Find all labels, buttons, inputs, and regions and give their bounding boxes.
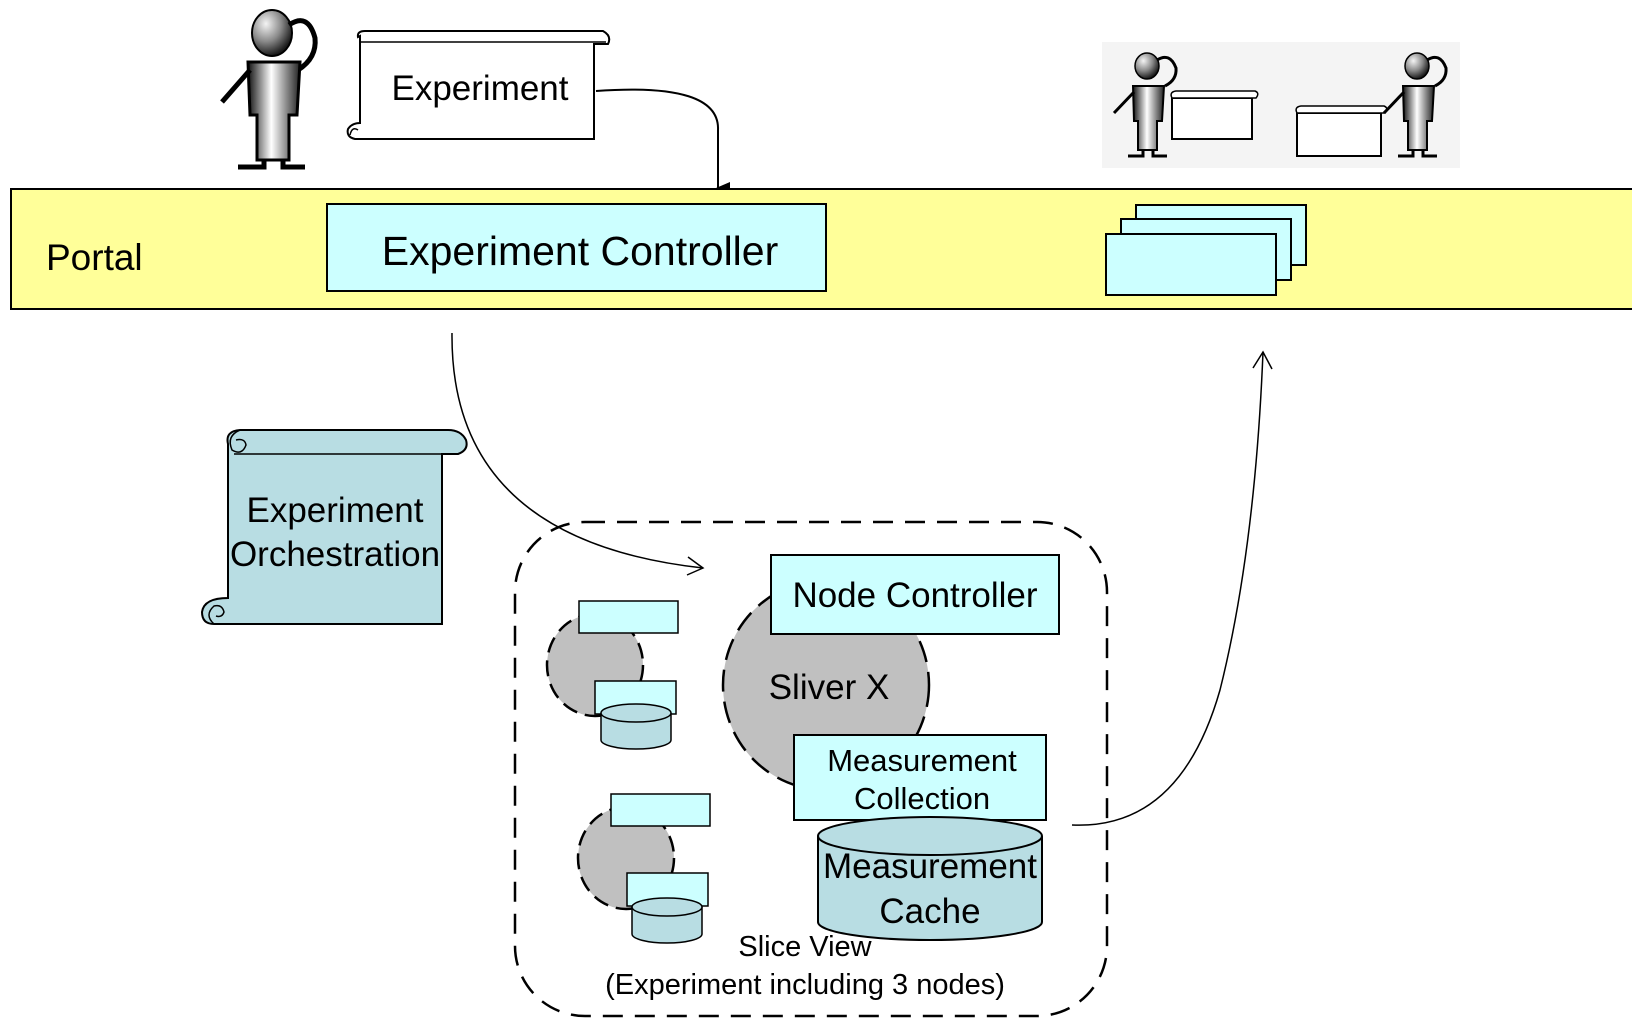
slice-view-label-line1: Slice View	[738, 931, 872, 963]
stacked-controller-boxes	[1105, 204, 1307, 296]
measurement-cache-line1: Measurement	[823, 847, 1037, 886]
results-arrow	[1071, 351, 1264, 826]
portal-label: Portal	[46, 237, 143, 278]
deploy-arrow	[451, 332, 704, 569]
slice-view-label-line2: (Experiment including 3 nodes)	[605, 969, 1005, 1001]
submit-experiment-arrow	[595, 88, 730, 194]
experiment-orchestration-scroll: Experiment Orchestration	[200, 429, 468, 625]
small-document	[1170, 90, 1259, 140]
deploy-arrowhead	[686, 556, 705, 576]
measurement-cache-line2: Cache	[879, 892, 980, 931]
node-controller-label: Node Controller	[792, 576, 1037, 615]
measurement-cache-cylinder: Measurement Cache	[817, 816, 1043, 941]
sliver-label: Sliver X	[769, 668, 890, 707]
orchestration-label-line2: Orchestration	[230, 535, 440, 574]
experiment-controller-box: Experiment Controller	[326, 203, 827, 292]
experiment-doc-label: Experiment	[391, 69, 568, 108]
user-person-icon	[1112, 52, 1178, 158]
experiment-document: Experiment	[346, 30, 611, 140]
slice-node-1	[545, 600, 679, 750]
small-document	[1295, 105, 1388, 157]
results-arrowhead	[1252, 350, 1273, 370]
node-controller-box: Node Controller	[770, 554, 1060, 635]
experiment-controller-label: Experiment Controller	[382, 228, 779, 274]
slice-node-2	[576, 793, 711, 944]
orchestration-label-line1: Experiment	[246, 491, 423, 530]
measurement-collection-line2: Collection	[854, 781, 990, 816]
slice-view-container: Slice View (Experiment including 3 nodes…	[513, 520, 1109, 1018]
other-users-group	[1102, 42, 1460, 168]
measurement-collection-line1: Measurement	[827, 743, 1017, 778]
measurement-collection-box: Measurement Collection	[793, 734, 1047, 821]
user-person-icon	[1382, 52, 1448, 158]
user-person-icon	[220, 9, 318, 170]
